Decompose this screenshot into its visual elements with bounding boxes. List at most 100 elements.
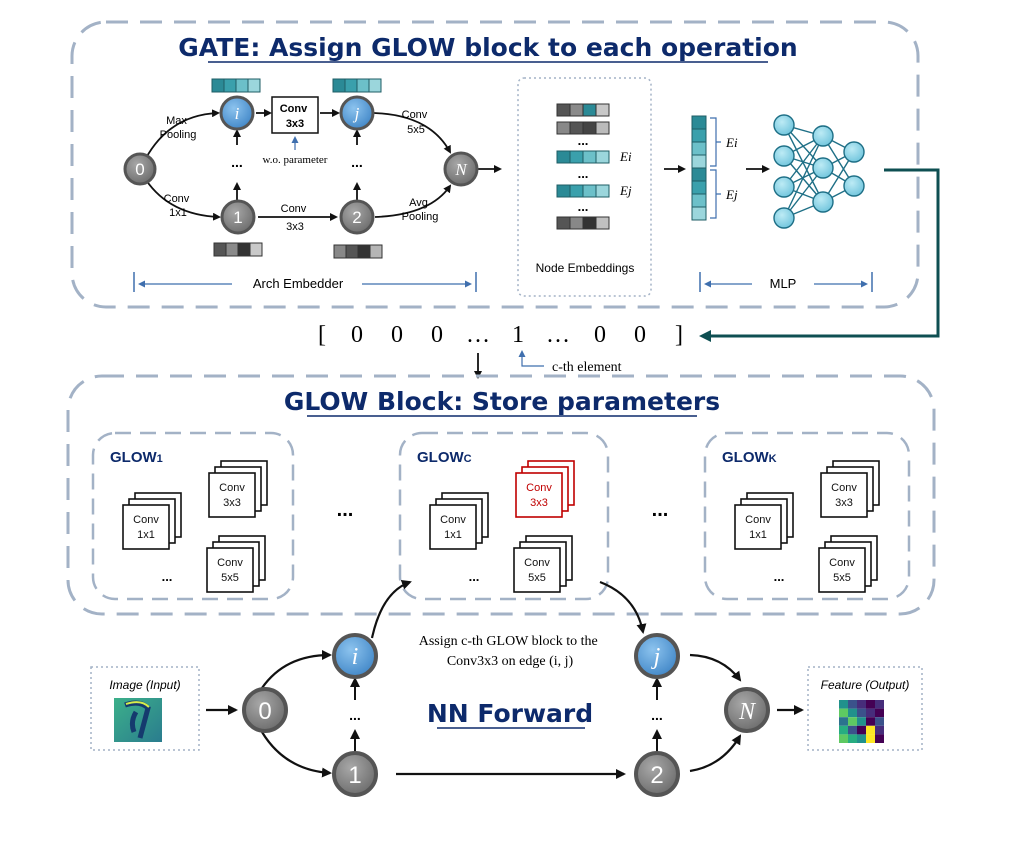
vector-ellipsis-1: … bbox=[466, 322, 490, 348]
fwd-ellipsis-left: ... bbox=[349, 707, 361, 723]
edge-j-to-N bbox=[373, 112, 451, 154]
input-image-label: Image (Input) bbox=[109, 678, 180, 692]
svg-text:1: 1 bbox=[233, 208, 242, 227]
fwd-edge-0-to-i bbox=[261, 650, 332, 689]
vector-bracket-open: [ bbox=[318, 322, 326, 348]
gate-node-2: 2 bbox=[339, 199, 375, 235]
glow-block-ellipsis: ... bbox=[162, 569, 173, 584]
gate-node-N: N bbox=[443, 151, 479, 187]
op-conv3x3-bottom: Conv 3x3 bbox=[281, 203, 310, 233]
svg-text:0: 0 bbox=[135, 160, 144, 179]
svg-text:1: 1 bbox=[348, 762, 361, 789]
gate-node-1: 1 bbox=[220, 199, 256, 235]
wo-parameter-label: w.o. parameter bbox=[263, 154, 328, 166]
fwd-ellipsis-right: ... bbox=[651, 707, 663, 723]
vector-elem-9: 0 bbox=[634, 322, 646, 348]
vector-elem-2: 0 bbox=[391, 322, 403, 348]
mlp-label-ej: Ej bbox=[725, 187, 738, 202]
node-embeddings-box bbox=[517, 77, 652, 297]
fwd-node-1: 1 bbox=[332, 751, 378, 797]
edge-2-to-N bbox=[374, 184, 452, 218]
embedding-bar-j bbox=[332, 78, 382, 93]
svg-text:0: 0 bbox=[258, 698, 271, 725]
node-embeddings-label: Node Embeddings bbox=[536, 261, 635, 275]
node-emb-ellipsis-2: ... bbox=[578, 166, 589, 181]
svg-text:N: N bbox=[454, 160, 468, 179]
fwd-edge-j-to-N bbox=[689, 653, 742, 682]
edge-0-to-i bbox=[145, 109, 220, 159]
output-feature-map bbox=[839, 700, 884, 743]
svg-text:N: N bbox=[738, 699, 757, 725]
fwd-edge-glowc-to-j bbox=[599, 580, 647, 634]
vector-elem-3: 0 bbox=[431, 322, 443, 348]
svg-text:Conv3x3: Conv3x3 bbox=[219, 482, 245, 509]
edge-0-to-1 bbox=[145, 179, 221, 221]
fwd-node-0: 0 bbox=[242, 687, 288, 733]
vector-elem-1: 0 bbox=[351, 322, 363, 348]
ellipsis-right: ... bbox=[351, 154, 363, 170]
ellipsis-left: ... bbox=[231, 154, 243, 170]
glow-section-border bbox=[66, 374, 936, 616]
mlp-output-arrow bbox=[699, 168, 940, 342]
concat-vector bbox=[691, 115, 707, 221]
mlp-network bbox=[773, 114, 865, 229]
vector-elem-8: 0 bbox=[594, 322, 606, 348]
node-emb-ellipsis-3: ... bbox=[578, 199, 589, 214]
glow-block-title: GLOW1 bbox=[110, 449, 163, 466]
svg-text:i: i bbox=[352, 644, 359, 670]
fwd-edge-0-to-1 bbox=[261, 731, 332, 778]
conv3x3-op-box-label: Conv 3x3 bbox=[280, 103, 311, 130]
gate-title: GATE: Assign GLOW block to each operatio… bbox=[178, 33, 797, 62]
svg-text:Conv3x3: Conv3x3 bbox=[831, 482, 857, 509]
glow-block-ellipsis: ... bbox=[469, 569, 480, 584]
fwd-node-2: 2 bbox=[634, 751, 680, 797]
embedding-bar-2 bbox=[333, 244, 383, 259]
fwd-edge-2-to-N bbox=[689, 734, 742, 773]
op-conv1x1: Conv 1x1 bbox=[164, 193, 193, 219]
node-emb-ellipsis-1: ... bbox=[578, 133, 589, 148]
arch-embedder-label: Arch Embedder bbox=[253, 276, 344, 291]
glow-title: GLOW Block: Store parameters bbox=[284, 387, 720, 416]
svg-text:2: 2 bbox=[650, 762, 663, 789]
glow-between-dots-2: ... bbox=[652, 499, 669, 521]
vector-ellipsis-2: … bbox=[546, 322, 570, 348]
fwd-edge-i-to-glowc bbox=[370, 579, 412, 639]
c-th-pointer bbox=[518, 350, 544, 367]
op-conv5x5: Conv 5x5 bbox=[402, 109, 431, 136]
embedding-bar-1 bbox=[213, 242, 263, 257]
input-image-thumbnail bbox=[114, 698, 162, 742]
gate-section-border bbox=[70, 20, 920, 309]
assign-text: Assign c-th GLOW block to the Conv3x3 on… bbox=[419, 634, 602, 669]
svg-text:i: i bbox=[235, 104, 240, 123]
svg-text:j: j bbox=[651, 644, 661, 670]
glow-block-title: GLOWC bbox=[417, 449, 472, 466]
svg-text:j: j bbox=[353, 104, 360, 123]
glow-block-ellipsis: ... bbox=[774, 569, 785, 584]
node-emb-label-ej: Ej bbox=[619, 183, 632, 198]
bracket-ej bbox=[710, 169, 721, 219]
node-emb-label-ei: Ei bbox=[619, 149, 632, 164]
glow-block-title: GLOWK bbox=[722, 449, 777, 466]
one-hot-vector: [ 0 0 0 … 1 … 0 0 ] bbox=[318, 322, 683, 348]
gate-node-i: i bbox=[219, 95, 255, 131]
embedding-bar-i bbox=[211, 78, 261, 93]
glow-between-dots-1: ... bbox=[337, 499, 354, 521]
svg-text:Conv3x3: Conv3x3 bbox=[526, 482, 552, 509]
mlp-label: MLP bbox=[770, 276, 797, 291]
c-th-element-label: c-th element bbox=[552, 360, 622, 375]
op-avg-pooling: Avg Pooling bbox=[402, 197, 439, 223]
svg-text:2: 2 bbox=[352, 208, 361, 227]
fwd-node-N: N bbox=[724, 687, 770, 733]
vector-elem-c: 1 bbox=[512, 322, 524, 348]
